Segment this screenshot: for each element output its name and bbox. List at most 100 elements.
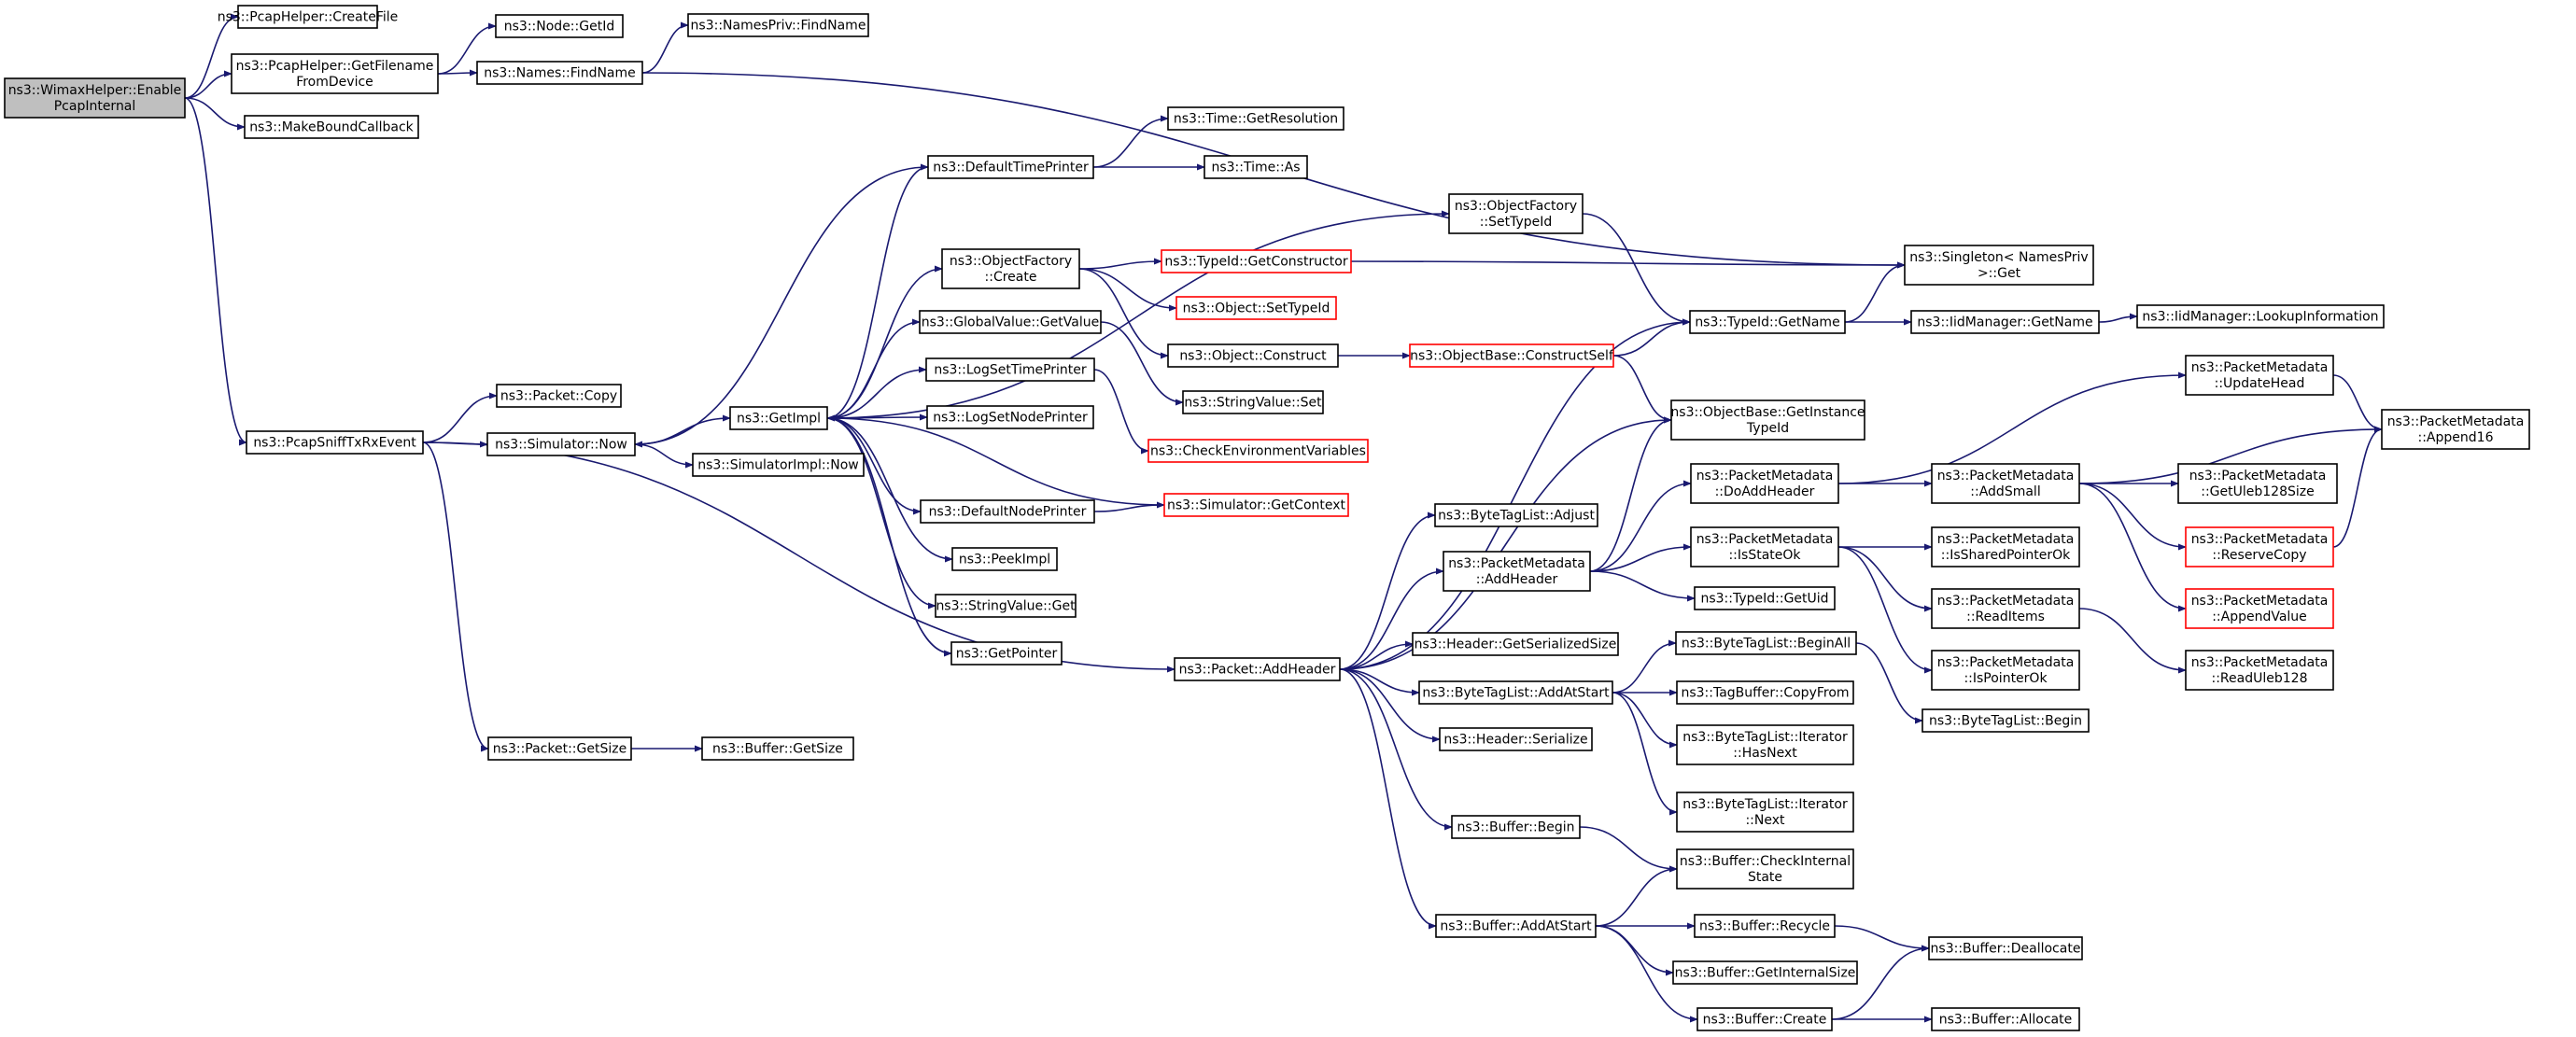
node-ns3-tagbuffer-copyfrom[interactable]: ns3::TagBuffer::CopyFrom [1676, 680, 1854, 705]
node-label: ::UpdateHead [2215, 376, 2305, 391]
node-label: ::Next [1745, 813, 1785, 828]
node-ns3-packet-getsize[interactable]: ns3::Packet::GetSize [487, 736, 632, 761]
edge-n38-n44 [1339, 668, 1453, 831]
node-box [244, 115, 419, 139]
node-label: ns3::ObjectBase::GetInstance [1670, 405, 1865, 420]
node-ns3-objectbase-constructself[interactable]: ns3::ObjectBase::ConstructSelf [1409, 343, 1614, 368]
node-ns3-makeboundcallback[interactable]: ns3::MakeBoundCallback [244, 115, 419, 139]
node-ns3-header-getserializedsize[interactable]: ns3::Header::GetSerializedSize [1412, 632, 1619, 656]
edge-n40-n46 [1589, 480, 1692, 572]
node-box [1690, 526, 1839, 568]
node-ns3-packetmetadata-append16[interactable]: ns3::PacketMetadata::Append16 [2381, 409, 2530, 450]
node-ns3-buffer-recycle[interactable]: ns3::Buffer::Recycle [1694, 914, 1836, 938]
node-ns3-packetmetadata-getuleb128size[interactable]: ns3::PacketMetadata::GetUleb128Size [2177, 463, 2338, 504]
node-ns3-logsettimeprinter[interactable]: ns3::LogSetTimePrinter [925, 357, 1095, 382]
node-ns3-packetmetadata-readitems[interactable]: ns3::PacketMetadata::ReadItems [1931, 588, 2080, 629]
node-ns3-simulatorimpl-now[interactable]: ns3::SimulatorImpl::Now [692, 453, 865, 477]
node-ns3-typeid-getconstructor[interactable]: ns3::TypeId::GetConstructor [1161, 249, 1352, 273]
node-ns3-globalvalue-getvalue[interactable]: ns3::GlobalValue::GetValue [919, 310, 1102, 334]
node-ns3-singleton-namespriv-get[interactable]: ns3::Singleton< NamesPriv>::Get [1904, 245, 2094, 286]
node-ns3-object-construct[interactable]: ns3::Object::Construct [1167, 343, 1339, 368]
node-label: ns3::PacketMetadata [1937, 594, 2075, 609]
node-ns3-logsetnodeprinter[interactable]: ns3::LogSetNodePrinter [926, 405, 1094, 429]
node-ns3-objectfactory-settypeid[interactable]: ns3::ObjectFactory::SetTypeId [1448, 193, 1584, 234]
node-ns3-defaulttimeprinter[interactable]: ns3::DefaultTimePrinter [927, 155, 1094, 179]
node-ns3-iidmanager-lookupinformation[interactable]: ns3::IidManager::LookupInformation [2136, 304, 2385, 329]
node-ns3-bytetaglist-begin[interactable]: ns3::ByteTagList::Begin [1921, 708, 2090, 733]
node-label: ::AddHeader [1476, 572, 1558, 587]
node-box [496, 384, 622, 408]
node-ns3-time-getresolution[interactable]: ns3::Time::GetResolution [1167, 106, 1344, 131]
node-ns3-packetmetadata-updatehead[interactable]: ns3::PacketMetadata::UpdateHead [2185, 355, 2334, 396]
node-ns3-packetmetadata-issharedpointerok[interactable]: ns3::PacketMetadata::IsSharedPointerOk [1931, 526, 2080, 568]
node-ns3-time-as[interactable]: ns3::Time::As [1204, 155, 1308, 179]
node-ns3-packetmetadata-ispointerok[interactable]: ns3::PacketMetadata::IsPointerOk [1931, 650, 2080, 691]
node-ns3-checkenvironmentvariables[interactable]: ns3::CheckEnvironmentVariables [1147, 439, 1369, 463]
node-ns3-packetmetadata-addheader[interactable]: ns3::PacketMetadata::AddHeader [1443, 551, 1591, 592]
node-ns3-simulator-now[interactable]: ns3::Simulator::Now [486, 432, 636, 456]
node-ns3-getimpl[interactable]: ns3::GetImpl [729, 406, 828, 430]
node-ns3-names-findname[interactable]: ns3::Names::FindName [476, 61, 643, 85]
edge-n16-n27 [1078, 258, 1162, 270]
node-ns3-pcaphelper-createfile[interactable]: ns3::PcapHelper::CreateFile [218, 5, 399, 29]
node-ns3-peekimpl[interactable]: ns3::PeekImpl [951, 547, 1058, 571]
node-label: ::ReadItems [1966, 610, 2045, 624]
node-ns3-packetmetadata-isstateok[interactable]: ns3::PacketMetadata::IsStateOk [1690, 526, 1839, 568]
node-ns3-bytetaglist-addatstart[interactable]: ns3::ByteTagList::AddAtStart [1418, 680, 1613, 705]
node-ns3-packet-addheader[interactable]: ns3::Packet::AddHeader [1174, 657, 1341, 681]
node-label: ns3::ObjectFactory [950, 254, 1072, 269]
node-ns3-node-getid[interactable]: ns3::Node::GetId [495, 14, 624, 38]
node-label: ns3::Time::GetResolution [1174, 112, 1338, 127]
node-ns3-getpointer[interactable]: ns3::GetPointer [950, 641, 1063, 666]
node-ns3-typeid-getname[interactable]: ns3::TypeId::GetName [1689, 310, 1846, 334]
edge-n67-n65 [2332, 426, 2383, 548]
node-ns3-buffer-create[interactable]: ns3::Buffer::Create [1696, 1007, 1833, 1031]
node-ns3-packetmetadata-doaddheader[interactable]: ns3::PacketMetadata::DoAddHeader [1690, 463, 1839, 504]
node-ns3-bytetaglist-beginall[interactable]: ns3::ByteTagList::BeginAll [1675, 631, 1857, 655]
node-ns3-buffer-addatstart[interactable]: ns3::Buffer::AddAtStart [1435, 914, 1597, 938]
edge-n0-n1 [184, 13, 239, 99]
node-box [1439, 727, 1593, 751]
node-ns3-buffer-begin[interactable]: ns3::Buffer::Begin [1451, 815, 1581, 839]
node-ns3-objectfactory-create[interactable]: ns3::ObjectFactory::Create [941, 248, 1080, 289]
edge-n36-n37 [2098, 313, 2138, 323]
node-ns3-object-settypeid[interactable]: ns3::Object::SetTypeId [1175, 296, 1337, 320]
node-label: ::ReserveCopy [2212, 548, 2306, 563]
node-ns3-bytetaglist-adjust[interactable]: ns3::ByteTagList::Adjust [1434, 503, 1598, 527]
node-ns3-buffer-allocate[interactable]: ns3::Buffer::Allocate [1931, 1007, 2080, 1031]
node-ns3-header-serialize[interactable]: ns3::Header::Serialize [1439, 727, 1593, 751]
node-box [4, 77, 186, 119]
node-box [1435, 914, 1597, 938]
node-box [1694, 586, 1836, 610]
node-ns3-typeid-getuid[interactable]: ns3::TypeId::GetUid [1694, 586, 1836, 610]
node-ns3-packetmetadata-reservecopy[interactable]: ns3::PacketMetadata::ReserveCopy [2185, 526, 2334, 568]
node-ns3-buffer-deallocate[interactable]: ns3::Buffer::Deallocate [1928, 936, 2083, 960]
node-ns3-packetmetadata-readuleb128[interactable]: ns3::PacketMetadata::ReadUleb128 [2185, 650, 2334, 691]
node-label: ns3::NamesPriv::FindName [691, 19, 866, 34]
node-ns3-defaultnodeprinter[interactable]: ns3::DefaultNodePrinter [920, 499, 1095, 524]
node-box [951, 547, 1058, 571]
node-ns3-packetmetadata-appendvalue[interactable]: ns3::PacketMetadata::AppendValue [2185, 588, 2334, 629]
edge-n0-n4 [184, 97, 247, 446]
node-ns3-iidmanager-getname[interactable]: ns3::IidManager::GetName [1910, 310, 2100, 334]
node-ns3-stringvalue-set[interactable]: ns3::StringValue::Set [1182, 390, 1324, 414]
node-ns3-pcapsnifftxrxevent[interactable]: ns3::PcapSniffTxRxEvent [246, 430, 424, 455]
node-box [1690, 463, 1839, 504]
node-label: ::HasNext [1733, 746, 1797, 761]
node-box [2185, 650, 2334, 691]
node-ns3-simulator-getcontext[interactable]: ns3::Simulator::GetContext [1163, 493, 1349, 517]
node-ns3-namespriv-findname[interactable]: ns3::NamesPriv::FindName [687, 13, 869, 37]
node-ns3-packet-copy[interactable]: ns3::Packet::Copy [496, 384, 622, 408]
node-ns3-bytetaglist-iterator-hasnext[interactable]: ns3::ByteTagList::Iterator::HasNext [1676, 724, 1854, 765]
node-ns3-stringvalue-get[interactable]: ns3::StringValue::Get [935, 594, 1077, 618]
node-label: ns3::Buffer::GetInternalSize [1675, 966, 1856, 981]
node-ns3-packetmetadata-addsmall[interactable]: ns3::PacketMetadata::AddSmall [1931, 463, 2080, 504]
node-ns3-bytetaglist-iterator-next[interactable]: ns3::ByteTagList::Iterator::Next [1676, 792, 1854, 833]
node-ns3-buffer-getsize[interactable]: ns3::Buffer::GetSize [701, 736, 854, 761]
node-ns3-buffer-getinternalsize[interactable]: ns3::Buffer::GetInternalSize [1672, 960, 1858, 985]
node-box [237, 5, 378, 29]
